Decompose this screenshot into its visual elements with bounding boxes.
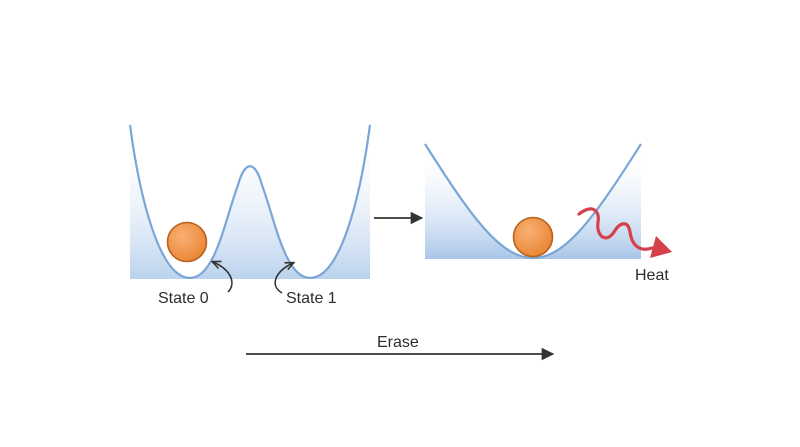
- heat-wave: [577, 207, 654, 251]
- heat-arrowhead: [650, 236, 672, 258]
- double-well-fill: [130, 125, 370, 300]
- heat-label: Heat: [635, 267, 669, 284]
- particle-state0: [166, 221, 208, 263]
- single-well: [420, 143, 650, 269]
- single-well-fill: [425, 144, 641, 260]
- state1-pointer-arrow: [274, 263, 293, 294]
- double-well: [120, 124, 390, 309]
- state0-pointer-arrow: [213, 262, 233, 293]
- double-well-curve: [128, 124, 372, 280]
- single-well-mask: [420, 259, 650, 269]
- state1-label: State 1: [286, 290, 337, 307]
- heat-arrow: [577, 207, 672, 258]
- single-well-curve: [424, 143, 642, 260]
- state0-label: State 0: [158, 290, 209, 307]
- particle-erased: [512, 216, 554, 258]
- double-well-mask: [120, 279, 390, 309]
- erase-label: Erase: [377, 334, 419, 351]
